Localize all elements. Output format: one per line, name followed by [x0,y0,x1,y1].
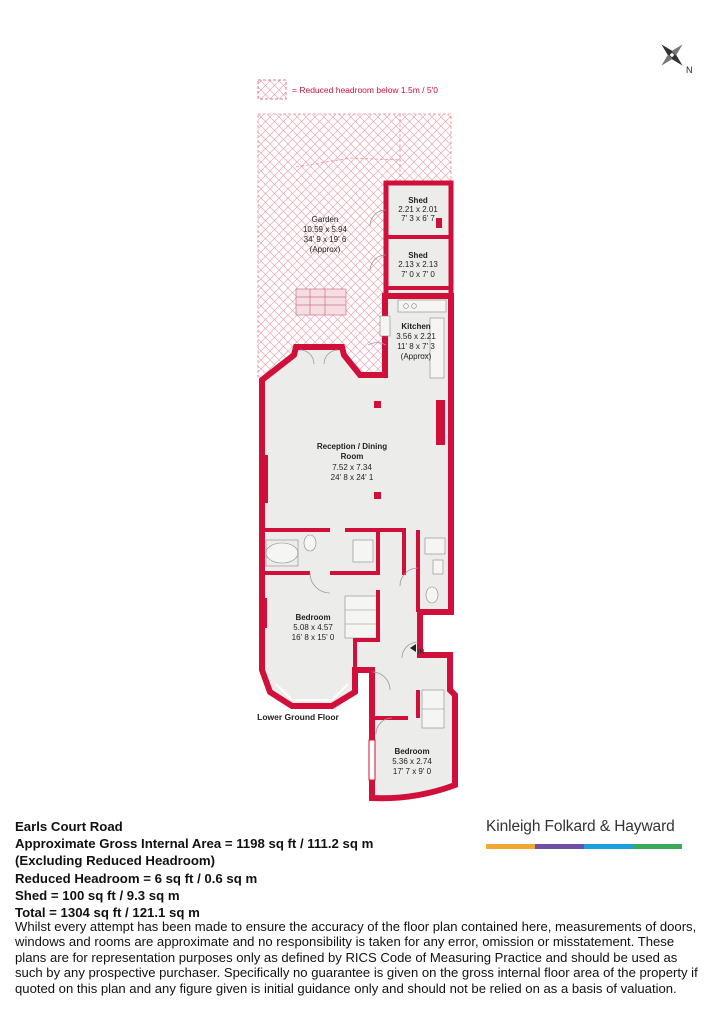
total-area: Total = 1304 sq ft / 121.1 sq m [15,905,200,921]
svg-text:(Approx): (Approx) [310,245,341,254]
label-kitchen: Kitchen 3.56 x 2.21 11' 8 x 7' 3 (Approx… [396,322,436,361]
brand-bar-green [633,844,682,849]
svg-text:7.52 x 7.34: 7.52 x 7.34 [332,463,372,472]
headroom-legend: = Reduced headroom below 1.5m / 5'0 [257,79,438,100]
svg-text:17' 7 x 9' 0: 17' 7 x 9' 0 [393,767,432,776]
brand-bar-blue [584,844,633,849]
garden-steps [295,288,347,316]
svg-text:Bedroom: Bedroom [394,747,429,756]
svg-text:7' 3 x 6' 7: 7' 3 x 6' 7 [401,214,435,223]
svg-text:11' 8 x 7' 3: 11' 8 x 7' 3 [397,342,435,351]
compass-north-label: N [686,65,693,75]
svg-text:2.21 x 2.01: 2.21 x 2.01 [398,205,438,214]
svg-text:3.56 x 2.21: 3.56 x 2.21 [396,332,436,341]
shed-area: Shed = 100 sq ft / 9.3 sq m [15,887,180,903]
floor-label: Lower Ground Floor [257,712,339,722]
compass-rose-icon [661,44,683,66]
svg-text:5.08 x 4.57: 5.08 x 4.57 [293,623,333,632]
brand-color-bar [486,844,682,849]
svg-text:Shed: Shed [408,251,428,260]
brand-logo: Kinleigh Folkard & Hayward [486,818,686,849]
label-shed-1: Shed 2.21 x 2.01 7' 3 x 6' 7 [398,196,438,223]
entrance-label: IN [418,649,425,656]
svg-text:10.59 x 5.94: 10.59 x 5.94 [303,225,348,234]
svg-text:Garden: Garden [312,215,339,224]
address: Earls Court Road [15,819,123,834]
svg-text:24' 8 x 24' 1: 24' 8 x 24' 1 [331,473,374,482]
floor-plan: = Reduced headroom below 1.5m / 5'0 N [257,44,693,802]
svg-text:(Approx): (Approx) [401,352,432,361]
brand-bar-orange [486,844,535,849]
disclaimer-text: Whilst every attempt has been made to en… [15,919,698,996]
svg-text:7' 0 x 7' 0: 7' 0 x 7' 0 [401,270,435,279]
legend-swatch [257,79,287,100]
label-bedroom-1: Bedroom 5.08 x 4.57 16' 8 x 15' 0 [292,613,335,642]
reduced-headroom-area: Reduced Headroom = 6 sq ft / 0.6 sq m [15,870,258,886]
label-bedroom-2: Bedroom 5.36 x 2.74 17' 7 x 9' 0 [392,747,432,776]
svg-text:Shed: Shed [408,196,428,205]
shed-block [369,180,454,299]
label-shed-2: Shed 2.13 x 2.13 7' 0 x 7' 0 [398,251,438,279]
svg-text:2.13 x 2.13: 2.13 x 2.13 [398,260,438,269]
entrance-arrow-icon [410,644,416,652]
legend-text: = Reduced headroom below 1.5m / 5'0 [292,85,438,95]
svg-text:Room: Room [341,452,364,461]
brand-name: Kinleigh Folkard & Hayward [486,818,675,835]
svg-text:16' 8 x 15' 0: 16' 8 x 15' 0 [292,633,335,642]
main-building [259,293,458,802]
excluding-note: (Excluding Reduced Headroom) [15,853,216,869]
svg-text:5.36 x 2.74: 5.36 x 2.74 [392,757,432,766]
brand-bar-purple [535,844,584,849]
gross-area: Approximate Gross Internal Area = 1198 s… [15,836,374,852]
svg-text:Kitchen: Kitchen [401,322,430,331]
svg-text:34' 9 x 19' 6: 34' 9 x 19' 6 [304,235,347,244]
label-garden: Garden 10.59 x 5.94 34' 9 x 19' 6 (Appro… [303,215,348,254]
property-info: Earls Court Road Approximate Gross Inter… [15,818,475,921]
svg-text:Bedroom: Bedroom [295,613,330,622]
svg-text:Reception / Dining: Reception / Dining [317,442,387,451]
label-reception: Reception / Dining Room 7.52 x 7.34 24' … [317,442,387,482]
